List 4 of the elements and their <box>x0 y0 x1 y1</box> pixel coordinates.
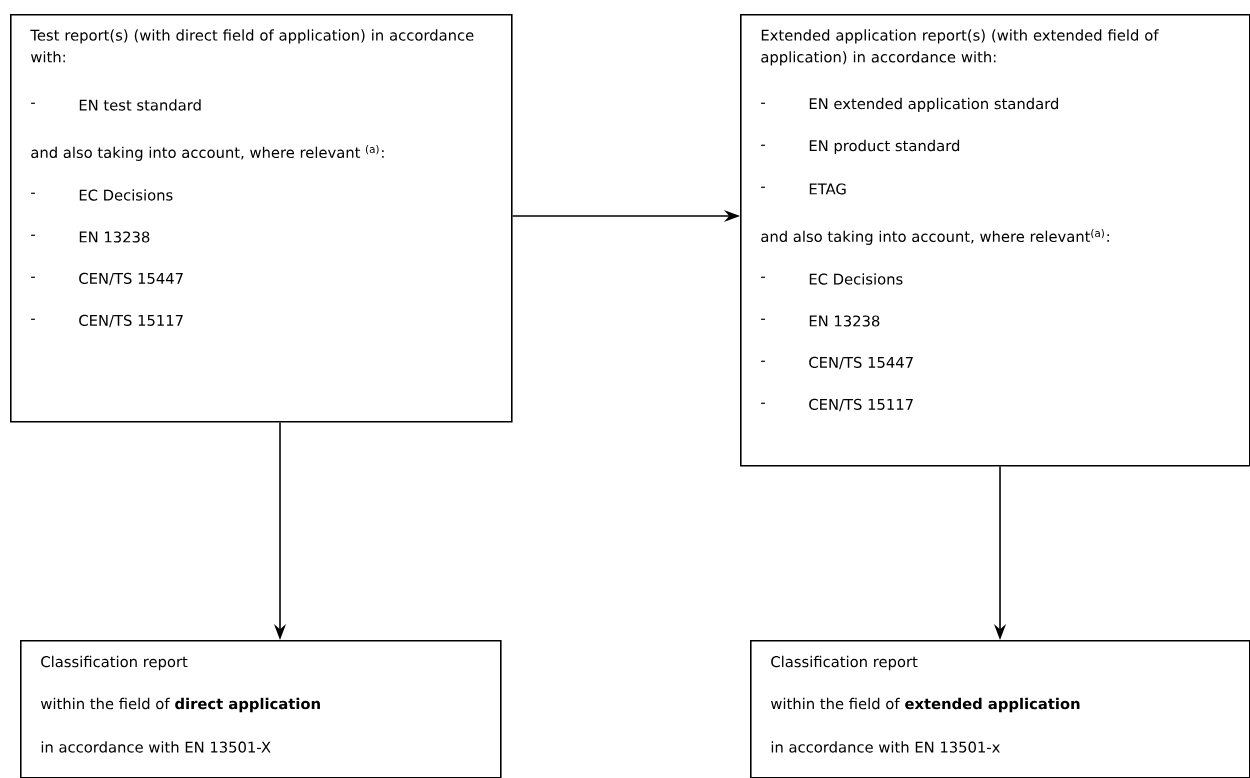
classification-box: Classification report within the field of direct application in accordance with EN 13501-X <box>20 640 502 778</box>
report-box: Test report(s) (with direct field of application) in accordance with: - EN test standard and also taking into account, where relevant $^{(a)}$: - EC Decisions - EN 13238 - CEN/TS 15447 - CEN/TS 15117 <box>10 14 513 423</box>
report-box: Extended application report(s) (with extended field of application) in accordance with: - EN extended application standard - EN product standard - ETAG and also taking into account, where relevant$^{(a)}$: - EC Decisions - EN 13238 - CEN/TS 15447 - CEN/TS 15117 <box>740 14 1250 467</box>
classification-box: Classification report within the field of extended application in accordance with EN 13501-x <box>750 640 1250 778</box>
